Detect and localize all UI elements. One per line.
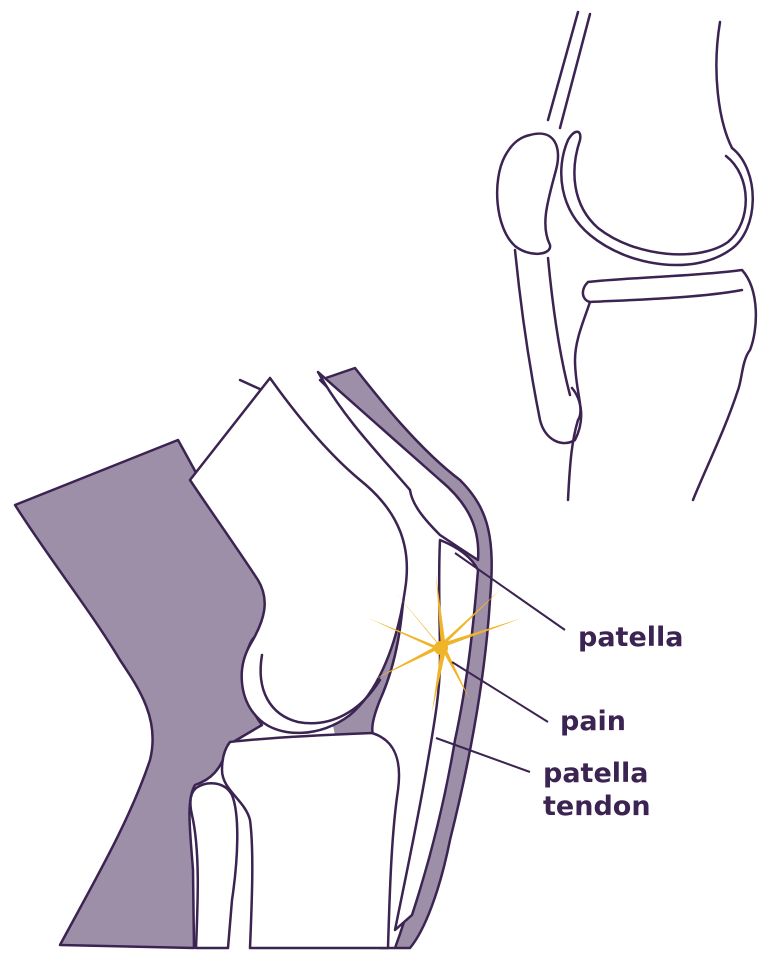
fibula-bone [190,783,237,948]
healthy-knee-outline [497,12,756,500]
tibia-plateau [568,270,756,500]
label-patella: patella [578,622,684,653]
femur-shaft-back [716,22,732,148]
patella-bone [497,134,558,254]
femur-condyle [561,132,752,265]
label-pain: pain [560,706,626,737]
label-patella-tendon-line2: tendon [543,791,651,822]
inflamed-knee [15,368,492,948]
patellar-tendon [515,250,581,443]
label-patella-tendon-line1: patella [543,758,649,789]
femur-shaft-front [548,12,590,128]
tibia-bone [222,733,399,948]
